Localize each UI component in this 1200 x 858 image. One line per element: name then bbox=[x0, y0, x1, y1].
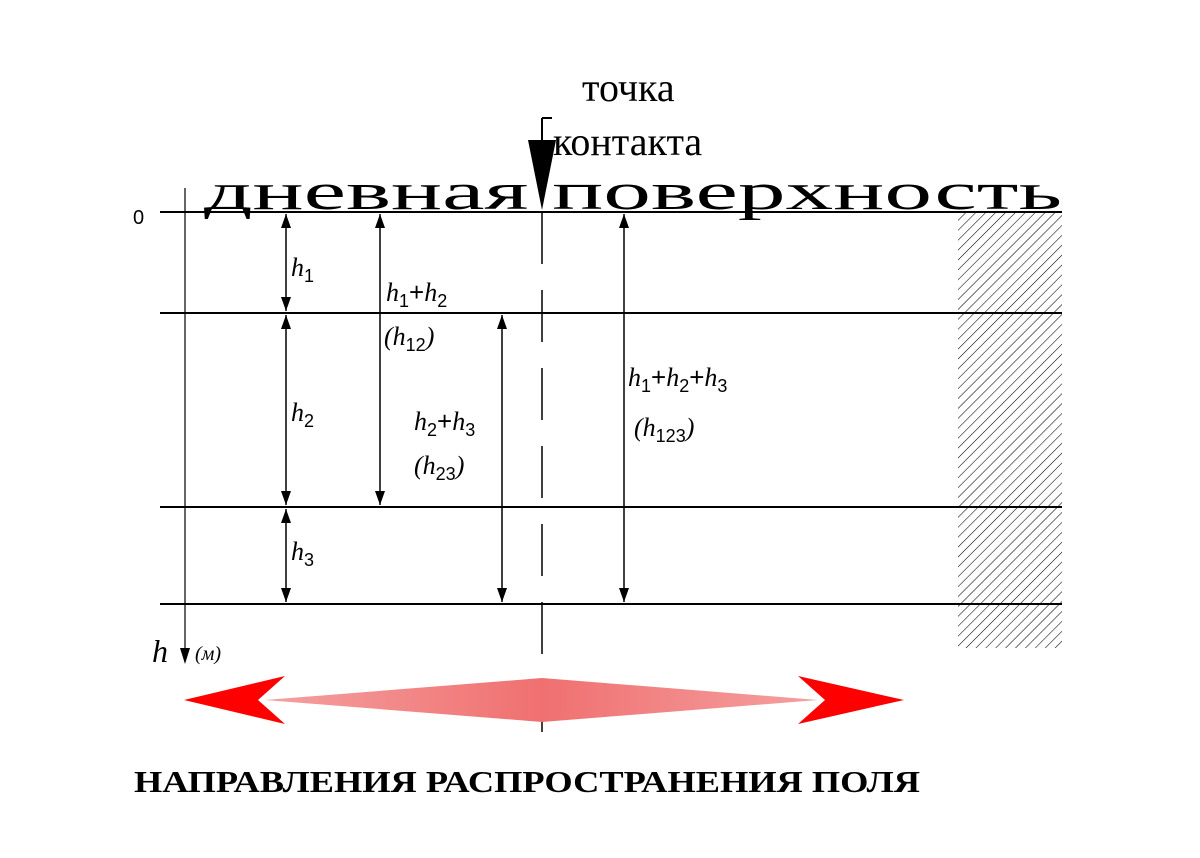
field-propagation-arrow-icon bbox=[184, 676, 904, 724]
field-arrow-right-head bbox=[798, 676, 904, 724]
h1-arrow bbox=[281, 214, 291, 311]
h2-arrow bbox=[281, 315, 291, 505]
depth-axis-label: h bbox=[152, 633, 168, 669]
h12-arrow bbox=[375, 214, 385, 505]
h12-alias-label: (h12) bbox=[384, 322, 434, 355]
h3-label: h3 bbox=[291, 537, 314, 570]
zero-label: 0 bbox=[133, 207, 144, 229]
h123-sum-label: h1+h2+h3 bbox=[628, 362, 727, 396]
contact-point-label-2: контакта bbox=[553, 119, 702, 164]
h12-sum-label: h1+h2 bbox=[386, 277, 447, 311]
h123-arrow bbox=[619, 214, 629, 602]
surface-label: дневная поверхность bbox=[204, 164, 1062, 221]
h3-arrow bbox=[281, 509, 291, 602]
contact-point-label-1: точка bbox=[582, 65, 675, 110]
h23-arrow bbox=[497, 315, 507, 602]
h2-label: h2 bbox=[291, 398, 314, 431]
contact-point-arrow-icon bbox=[528, 117, 556, 210]
field-arrow-left-head bbox=[184, 676, 285, 724]
h1-label: h1 bbox=[291, 253, 314, 286]
caption: НАПРАВЛЕНИЯ РАСПРОСТРАНЕНИЯ ПОЛЯ bbox=[134, 764, 920, 799]
depth-axis-unit: (м) bbox=[195, 643, 221, 665]
h23-sum-label: h2+h3 bbox=[414, 406, 475, 440]
h123-alias-label: (h123) bbox=[634, 413, 694, 446]
hatched-boundary bbox=[958, 212, 1062, 648]
h23-alias-label: (h23) bbox=[414, 451, 464, 484]
depth-axis bbox=[180, 188, 190, 664]
